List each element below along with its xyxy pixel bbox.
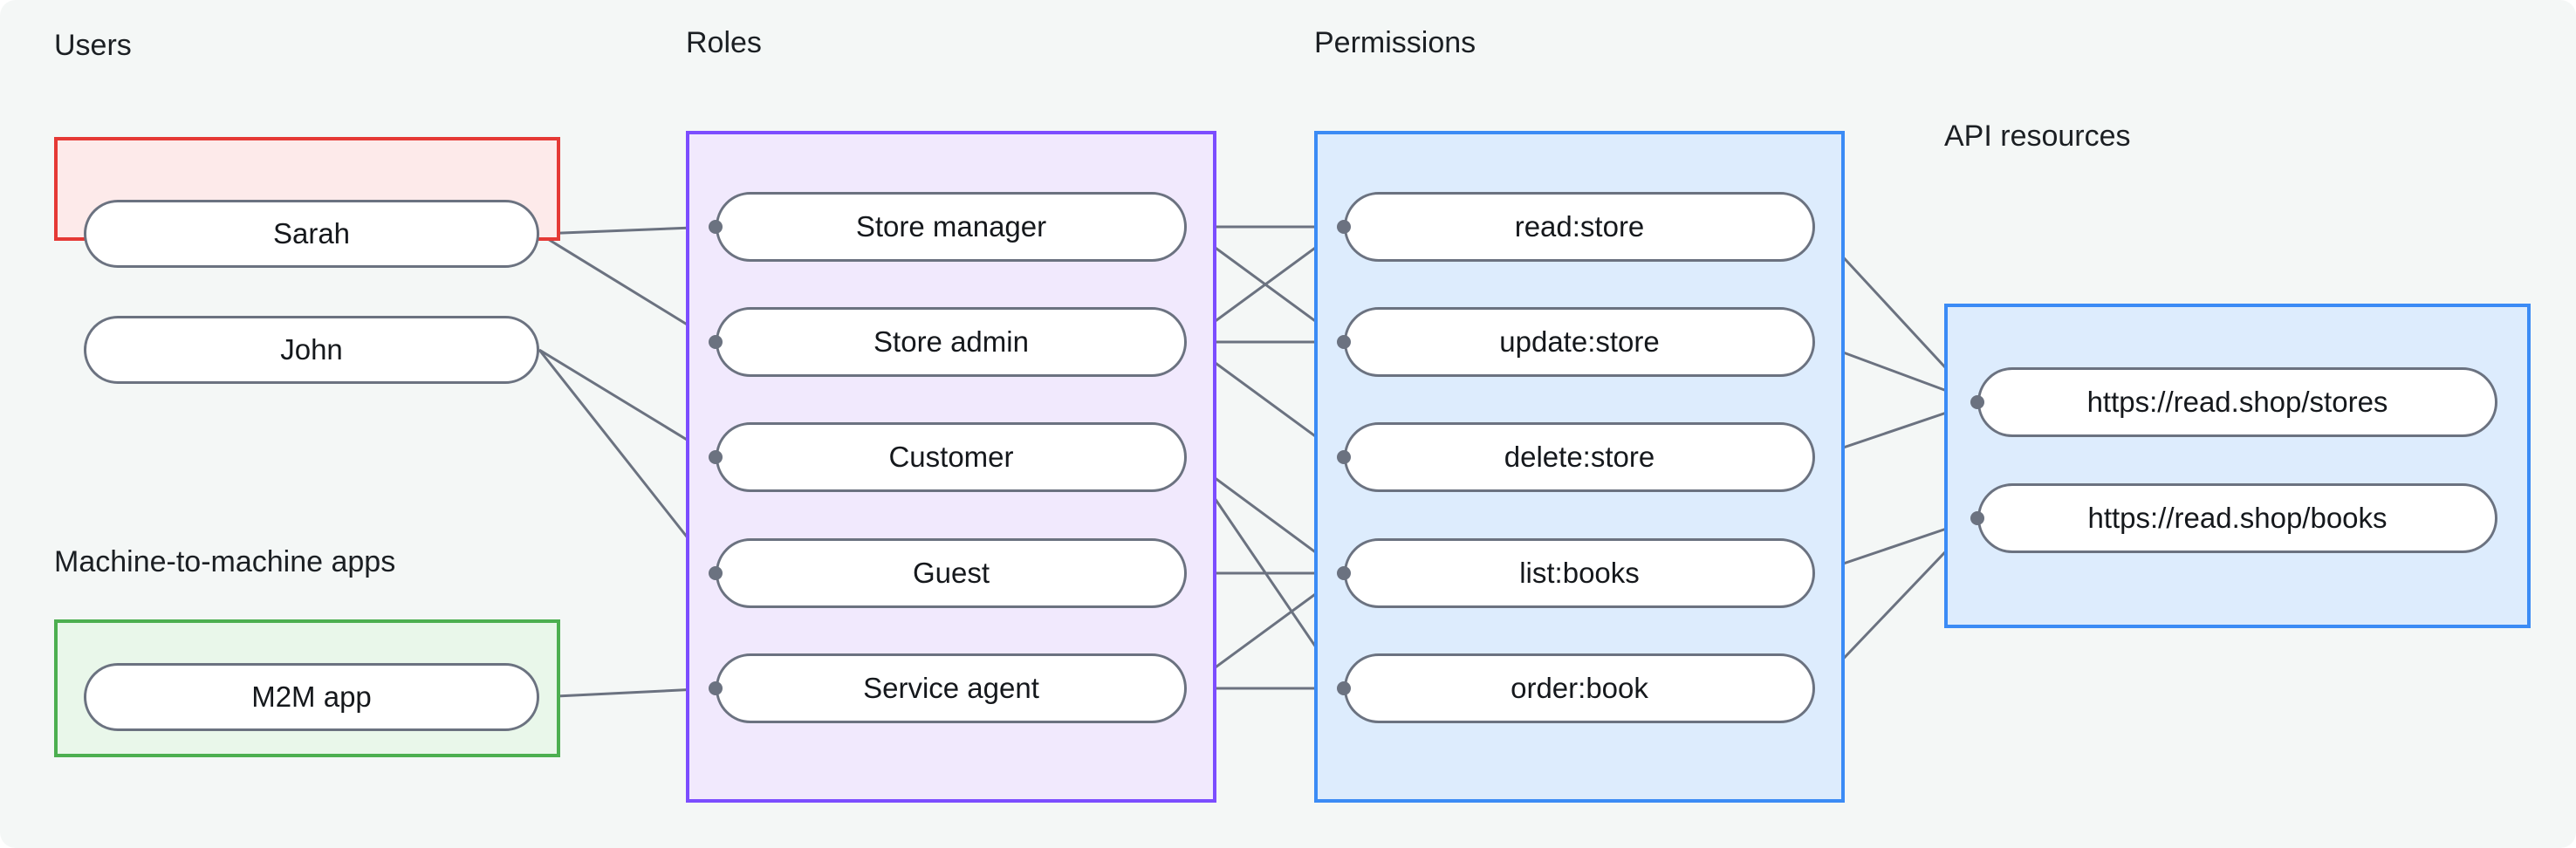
node-sarah[interactable]: Sarah: [84, 200, 539, 268]
node-label: John: [280, 333, 343, 366]
node-resstore[interactable]: https://read.shop/stores: [1977, 367, 2497, 437]
group-label-permissions: Permissions: [1314, 26, 1476, 59]
port-dot-customer[interactable]: [709, 450, 723, 464]
node-label: Customer: [888, 441, 1014, 473]
node-listbk[interactable]: list:books: [1344, 538, 1815, 608]
node-resbooks[interactable]: https://read.shop/books: [1977, 483, 2497, 553]
node-m2mapp[interactable]: M2M app: [84, 663, 539, 731]
node-label: Sarah: [272, 217, 351, 250]
node-delst[interactable]: delete:store: [1344, 422, 1815, 492]
port-dot-resstore[interactable]: [1970, 395, 1984, 409]
node-label: read:store: [1514, 210, 1645, 243]
node-storemgr[interactable]: Store manager: [716, 192, 1187, 262]
node-label: https://read.shop/stores: [2086, 386, 2388, 418]
node-label: update:store: [1499, 325, 1660, 358]
node-label: https://read.shop/books: [2087, 502, 2388, 534]
node-ordbk[interactable]: order:book: [1344, 653, 1815, 723]
port-dot-storemgr[interactable]: [709, 220, 723, 234]
port-dot-listbk[interactable]: [1337, 566, 1351, 580]
group-label-users: Users: [54, 29, 132, 62]
node-label: list:books: [1519, 557, 1640, 589]
node-label: delete:store: [1504, 441, 1655, 473]
port-dot-storeadm[interactable]: [709, 335, 723, 349]
node-label: Service agent: [863, 672, 1039, 704]
node-label: M2M app: [251, 680, 372, 713]
node-storeadm[interactable]: Store admin: [716, 307, 1187, 377]
port-dot-svcagent[interactable]: [709, 681, 723, 695]
port-dot-delst[interactable]: [1337, 450, 1351, 464]
node-readst[interactable]: read:store: [1344, 192, 1815, 262]
group-label-m2m: Machine-to-machine apps: [54, 545, 396, 578]
node-label: Guest: [912, 557, 990, 589]
node-guest[interactable]: Guest: [716, 538, 1187, 608]
node-label: order:book: [1511, 672, 1648, 704]
port-dot-readst[interactable]: [1337, 220, 1351, 234]
node-updst[interactable]: update:store: [1344, 307, 1815, 377]
group-label-roles: Roles: [686, 26, 762, 59]
node-svcagent[interactable]: Service agent: [716, 653, 1187, 723]
node-label: Store admin: [874, 325, 1029, 358]
node-customer[interactable]: Customer: [716, 422, 1187, 492]
node-john[interactable]: John: [84, 316, 539, 384]
port-dot-guest[interactable]: [709, 566, 723, 580]
port-dot-ordbk[interactable]: [1337, 681, 1351, 695]
group-box-api: [1944, 304, 2531, 628]
port-dot-updst[interactable]: [1337, 335, 1351, 349]
group-label-api: API resources: [1944, 120, 2131, 153]
node-label: Store manager: [855, 210, 1047, 243]
port-dot-resbooks[interactable]: [1970, 511, 1984, 525]
